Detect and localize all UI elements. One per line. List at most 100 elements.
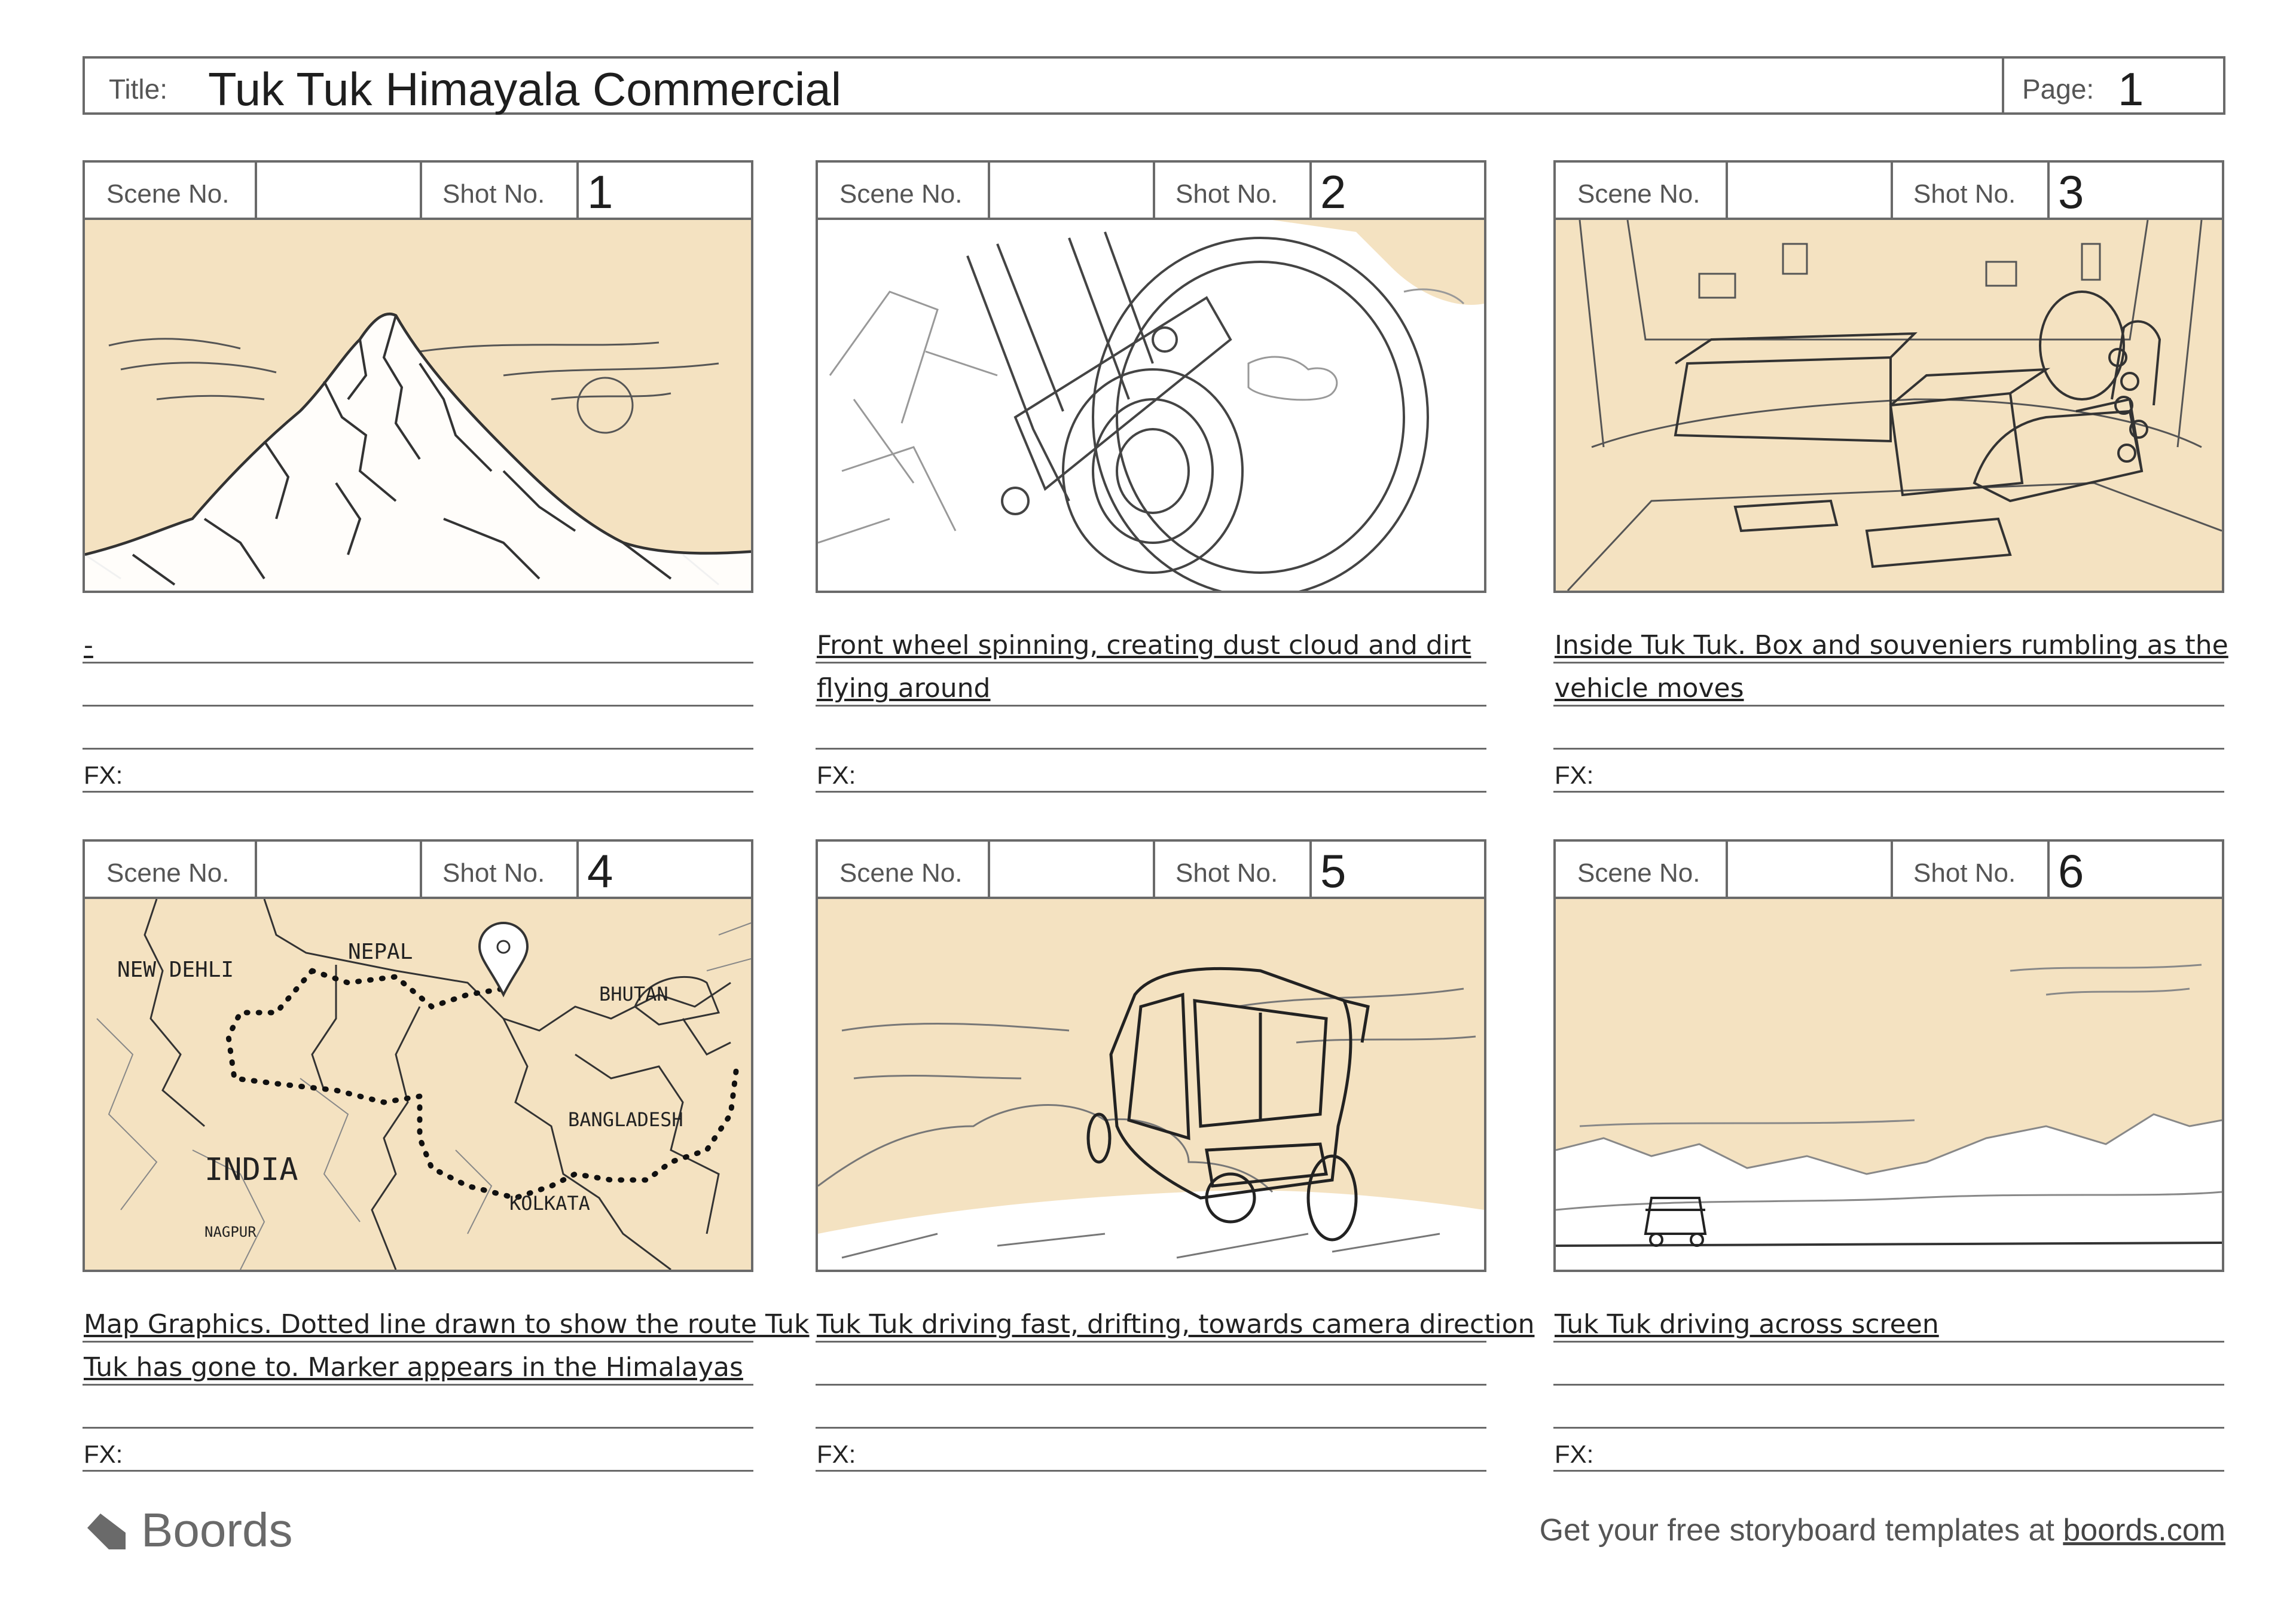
description-line[interactable]: Inside Tuk Tuk. Box and souveniers rumbl…: [1553, 620, 2228, 664]
description-line[interactable]: Map Graphics. Dotted line drawn to show …: [83, 1300, 810, 1343]
scene-label: Scene No.: [839, 179, 963, 209]
description-line[interactable]: [1553, 707, 2224, 750]
description-line[interactable]: [816, 707, 1486, 750]
panel-meta: Scene No. Shot No. 2: [816, 160, 1486, 220]
description-line[interactable]: Tuk Tuk driving across screen: [1553, 1300, 2224, 1343]
panel-meta: Scene No. Shot No. 4: [83, 839, 753, 899]
panel-notes: Tuk Tuk driving fast, drifting, towards …: [816, 1300, 1534, 1472]
description-line[interactable]: vehicle moves: [1553, 664, 2224, 707]
scene-label: Scene No.: [106, 179, 230, 209]
shot-number: 1: [587, 166, 613, 218]
route-map-sketch: NEW DEHLI NEPAL BHUTAN INDIA BANGLADESH …: [96, 899, 751, 1270]
fx-label: FX:: [1555, 761, 1594, 789]
shot-label: Shot No.: [1913, 179, 2016, 209]
map-label-new-dehli: NEW DEHLI: [117, 958, 234, 982]
fx-line[interactable]: FX:: [83, 750, 753, 793]
storyboard-panel-5: Scene No. Shot No. 5: [816, 839, 1534, 1472]
description-line[interactable]: [1553, 1343, 2224, 1386]
panel-meta: Scene No. Shot No. 3: [1553, 160, 2224, 220]
shot-number: 2: [1320, 166, 1347, 218]
description-line[interactable]: [1553, 1386, 2224, 1429]
storyboard-panel-6: Scene No. Shot No. 6 Tuk Tuk driving acr…: [1553, 839, 2224, 1472]
description-line[interactable]: [83, 664, 753, 707]
fx-label: FX:: [84, 761, 123, 789]
fx-line[interactable]: FX:: [1553, 750, 2224, 793]
scene-number-field[interactable]: [257, 163, 422, 218]
scene-label: Scene No.: [1577, 858, 1700, 888]
description-line[interactable]: Tuk Tuk driving fast, drifting, towards …: [816, 1300, 1534, 1343]
shot-label: Shot No.: [1176, 858, 1278, 888]
shot-number: 5: [1320, 845, 1347, 897]
storyboard-panel-1: Scene No. Shot No. 1 - FX:: [83, 160, 753, 793]
panel-notes: Map Graphics. Dotted line drawn to show …: [83, 1300, 810, 1472]
storyboard-panel-4: Scene No. Shot No. 4 NEW DEHLI NEPAL BHU…: [83, 839, 810, 1472]
wheel-sketch: [818, 220, 1484, 591]
sketch-frame-wheel: [816, 220, 1486, 593]
page-box: Page: 1: [2002, 59, 2223, 115]
shot-label: Shot No.: [1176, 179, 1278, 209]
shot-number: 4: [587, 845, 613, 897]
brand-name: Boords: [141, 1503, 293, 1557]
description-line[interactable]: [816, 1386, 1486, 1429]
fx-line[interactable]: FX:: [816, 750, 1486, 793]
page-label: Page:: [2022, 74, 2095, 105]
panel-notes: Inside Tuk Tuk. Box and souveniers rumbl…: [1553, 620, 2228, 793]
pencil-icon: [87, 1514, 126, 1549]
storyboard-header: Title: Tuk Tuk Himayala Commercial Page:…: [83, 56, 2225, 115]
description-line[interactable]: flying around: [816, 664, 1486, 707]
fx-line[interactable]: FX:: [83, 1429, 753, 1472]
map-label-nagpur: NAGPUR: [204, 1224, 257, 1240]
fx-line[interactable]: FX:: [1553, 1429, 2224, 1472]
panel-notes: - FX:: [83, 620, 753, 793]
shot-number: 3: [2058, 166, 2084, 218]
description-line[interactable]: [816, 1343, 1486, 1386]
map-pin-icon: [478, 921, 529, 998]
map-label-kolkata: KOLKATA: [509, 1192, 590, 1215]
sketch-frame-mountain: [83, 220, 753, 593]
sketch-frame-tuktuk-landscape: [1553, 899, 2224, 1272]
panel-notes: Front wheel spinning, creating dust clou…: [816, 620, 1486, 793]
shot-number: 6: [2058, 845, 2084, 897]
storyboard-panel-2: Scene No. Shot No. 2: [816, 160, 1486, 793]
panel-notes: Tuk Tuk driving across screen FX:: [1553, 1300, 2224, 1472]
map-label-bangladesh: BANGLADESH: [568, 1108, 683, 1131]
storyboard-title: Tuk Tuk Himayala Commercial: [208, 63, 842, 115]
shot-label: Shot No.: [442, 858, 545, 888]
fx-label: FX:: [817, 761, 856, 789]
scene-number-field[interactable]: [990, 163, 1155, 218]
sketch-frame-interior: [1553, 220, 2224, 593]
map-label-india: INDIA: [204, 1152, 298, 1188]
panel-meta: Scene No. Shot No. 1: [83, 160, 753, 220]
fx-label: FX:: [817, 1440, 856, 1468]
fx-line[interactable]: FX:: [816, 1429, 1486, 1472]
description-line[interactable]: Front wheel spinning, creating dust clou…: [816, 620, 1486, 664]
scene-number-field[interactable]: [257, 842, 422, 897]
shot-label: Shot No.: [1913, 858, 2016, 888]
landscape-sketch: [1556, 964, 2222, 1270]
fx-label: FX:: [84, 1440, 123, 1468]
title-label: Title:: [109, 74, 167, 105]
sketch-frame-map: NEW DEHLI NEPAL BHUTAN INDIA BANGLADESH …: [83, 899, 753, 1272]
sketch-frame-tuktuk-drift: [816, 899, 1486, 1272]
description-line[interactable]: -: [83, 620, 753, 664]
scene-number-field[interactable]: [1728, 842, 1893, 897]
scene-number-field[interactable]: [1728, 163, 1893, 218]
map-label-bhutan: BHUTAN: [599, 983, 668, 1005]
scene-number-field[interactable]: [990, 842, 1155, 897]
boords-link[interactable]: boords.com: [2063, 1513, 2225, 1548]
scene-label: Scene No.: [1577, 179, 1700, 209]
scene-label: Scene No.: [106, 858, 230, 888]
storyboard-panel-3: Scene No. Shot No. 3 Insi: [1553, 160, 2228, 793]
description-line[interactable]: [83, 707, 753, 750]
description-line[interactable]: [83, 1386, 753, 1429]
interior-sketch: [1567, 220, 2222, 591]
tuktuk-small-icon: [1644, 1197, 1707, 1247]
description-line[interactable]: Tuk has gone to. Marker appears in the H…: [83, 1343, 753, 1386]
panel-meta: Scene No. Shot No. 6: [1553, 839, 2224, 899]
tuktuk-drift-sketch: [818, 967, 1484, 1270]
mountain-sketch: [85, 312, 751, 591]
footer-note: Get your free storyboard templates at bo…: [1539, 1513, 2225, 1548]
scene-label: Scene No.: [839, 858, 963, 888]
shot-label: Shot No.: [442, 179, 545, 209]
map-label-nepal: NEPAL: [348, 940, 413, 964]
